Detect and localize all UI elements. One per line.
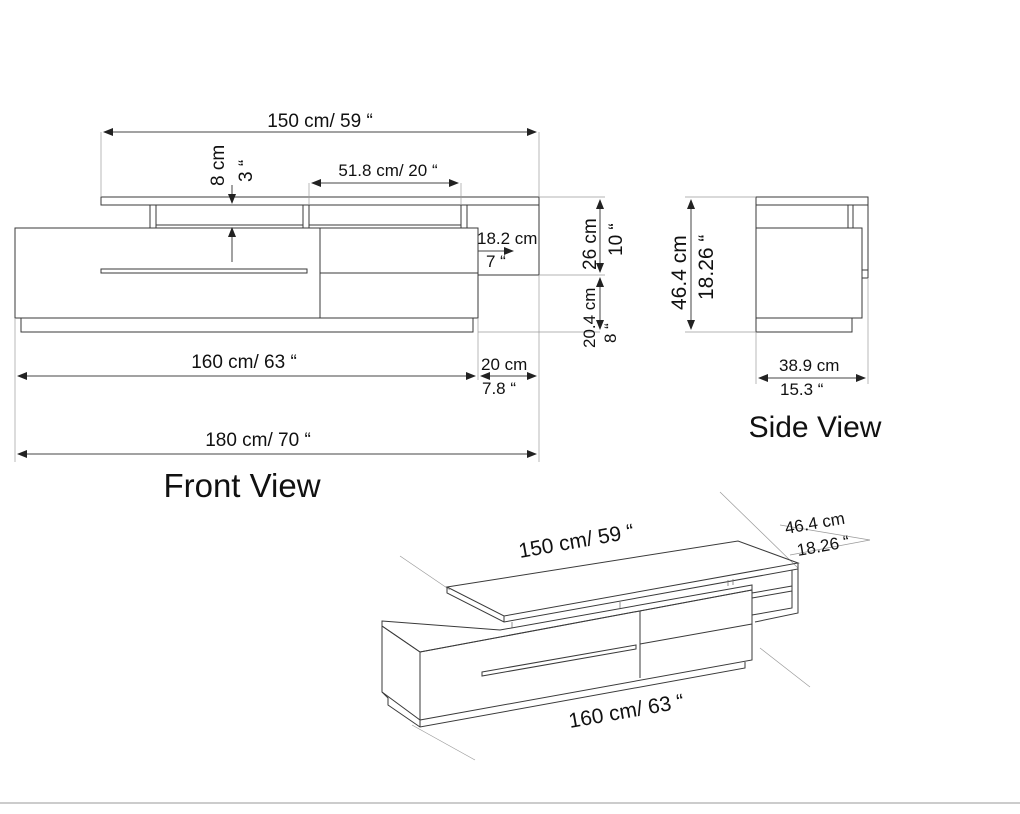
side-view: 46.4 cm 18.26 “ 38.9 cm 15.3 “ Side View — [668, 196, 882, 444]
side-view-title: Side View — [749, 411, 882, 444]
side-depth-cm: 38.9 cm — [779, 356, 839, 375]
top-shelf — [100, 196, 540, 206]
dim-cabinet-height-in: 8 “ — [601, 323, 620, 343]
side-depth-in: 15.3 “ — [780, 380, 824, 399]
iso-cabinet-width: 160 cm/ 63 “ — [567, 690, 686, 733]
plinth — [20, 317, 474, 333]
iso-top-width: 150 cm/ 59 “ — [517, 520, 636, 563]
iso-depth-in: 18.26 “ — [795, 532, 851, 560]
dim-gap-height-in: 3 “ — [236, 160, 257, 182]
dim-total-width: 180 cm/ 70 “ — [205, 430, 311, 451]
dim-shelf-depth-in: 7 “ — [486, 252, 506, 271]
front-view: 150 cm/ 59 “ 8 cm 3 “ 51.8 cm/ 20 “ 18.2… — [14, 111, 627, 504]
dim-overhang-in: 7.8 “ — [482, 379, 516, 398]
dim-gap-height-cm: 8 cm — [208, 145, 229, 186]
drawer-handle — [100, 268, 308, 274]
dim-upper-height-cm: 26 cm — [580, 218, 601, 270]
dim-cabinet-width: 160 cm/ 63 “ — [191, 352, 297, 373]
dim-cabinet-height-cm: 20.4 cm — [580, 288, 599, 348]
dim-overhang-cm: 20 cm — [481, 355, 527, 374]
dim-upper-height-in: 10 “ — [606, 223, 627, 256]
side-height-in: 18.26 “ — [695, 235, 718, 300]
side-height-cm: 46.4 cm — [668, 235, 691, 310]
dim-inner-opening: 51.8 cm/ 20 “ — [338, 161, 438, 180]
dim-top-shelf-width: 150 cm/ 59 “ — [267, 111, 373, 132]
dim-shelf-depth-cm: 18.2 cm — [477, 229, 537, 248]
front-view-title: Front View — [163, 467, 320, 504]
isometric-view: 150 cm/ 59 “ 46.4 cm 18.26 “ 160 cm/ 63 … — [381, 491, 871, 761]
